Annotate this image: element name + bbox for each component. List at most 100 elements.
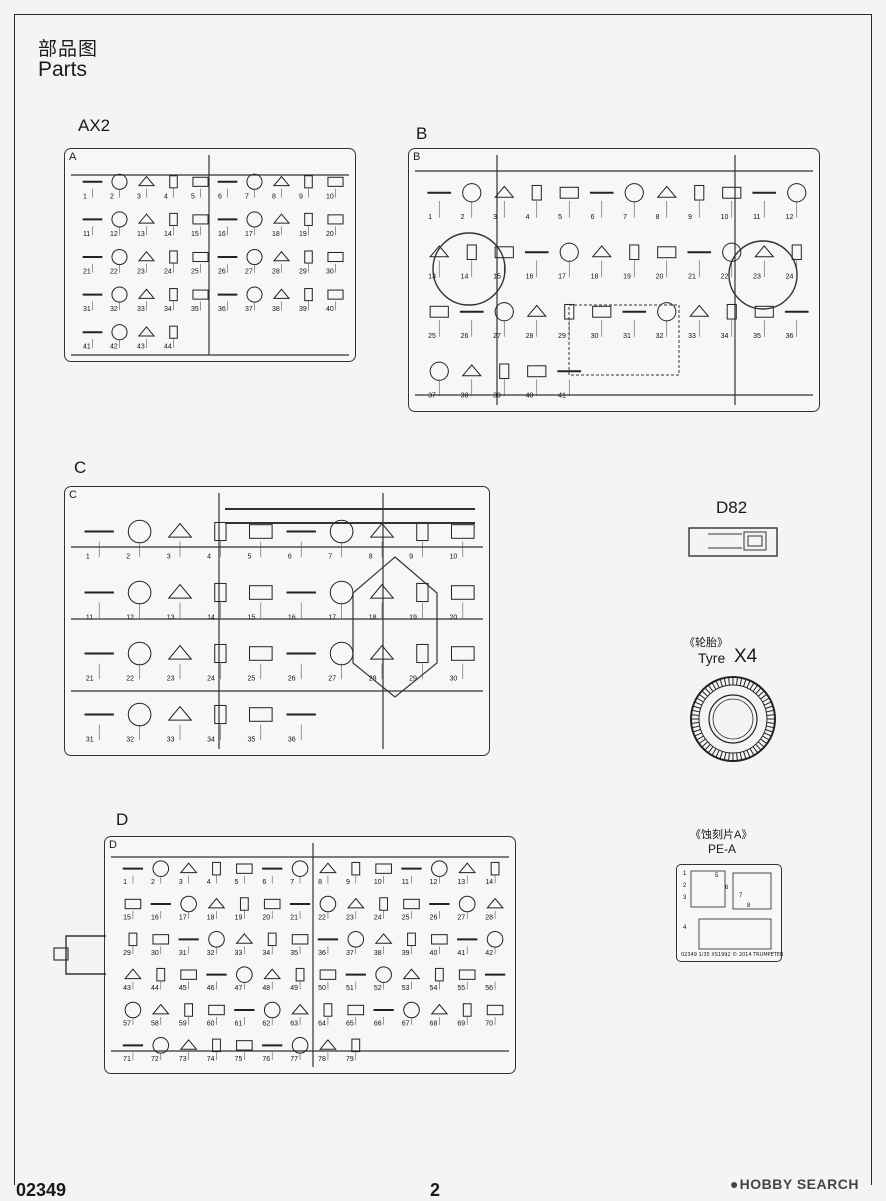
sprue-c-part-number: 18 <box>369 614 377 621</box>
sprue-c-part-number: 19 <box>409 614 417 621</box>
sprue-ax2-part <box>111 324 128 348</box>
sprue-d-part-number: 74 <box>207 1056 215 1063</box>
sprue-b-part-number: 35 <box>753 333 761 340</box>
sprue-ax2-part-number: 11 <box>83 231 90 238</box>
sprue-c-part-number: 10 <box>449 553 457 560</box>
sprue-d-part-number: 77 <box>290 1056 298 1063</box>
sprue-d-part <box>401 867 422 884</box>
sprue-b-part <box>557 370 582 397</box>
sprue-d-part <box>347 1004 365 1025</box>
sprue-b-part <box>427 191 452 218</box>
sprue-c-part <box>286 652 316 680</box>
sprue-d-part <box>180 895 197 919</box>
sprue-ax2-part-number: 12 <box>110 231 118 238</box>
sprue-ax2-part-number: 40 <box>326 306 334 313</box>
sprue-ax2-part <box>246 286 263 311</box>
sprue-ax2-part <box>137 175 156 198</box>
sprue-ax2-part-number: 43 <box>137 344 145 351</box>
sprue-ax2-part-number: 13 <box>137 231 145 238</box>
sprue-c-part <box>369 522 395 558</box>
pe-part-number: 6 <box>725 885 729 891</box>
sprue-d-part-number: 25 <box>402 915 410 922</box>
sprue-ax2-part-number: 44 <box>164 344 172 351</box>
sprue-d-part-number: 75 <box>235 1056 243 1063</box>
sprue-ax2-part-number: 2 <box>110 193 114 200</box>
sprue-d-part-number: 59 <box>179 1021 187 1028</box>
sprue-d-part <box>128 932 138 955</box>
sprue-d-part <box>484 973 506 990</box>
sprue-d-part-number: 57 <box>123 1021 131 1028</box>
sprue-d-part <box>347 931 365 955</box>
sprue-d-part <box>124 968 142 990</box>
sprue-d-part <box>490 861 500 884</box>
sprue-d-part-number: 11 <box>402 879 409 886</box>
sprue-d-part-number: 8 <box>318 879 322 886</box>
sprue-d-part <box>458 895 476 919</box>
sprue-b-part <box>657 246 677 278</box>
sprue-d-part-number: 45 <box>179 985 187 992</box>
sprue-c-part <box>127 702 152 741</box>
pe-part-number: 7 <box>739 893 743 899</box>
sprue-b-part <box>656 185 677 218</box>
sprue-b-part-number: 26 <box>461 333 469 340</box>
sprue-ax2-part-number: 28 <box>272 269 280 276</box>
sprue-b-part-number: 3 <box>493 214 497 221</box>
sprue-d-part <box>462 1003 472 1025</box>
sprue-c-part-number: 8 <box>369 553 373 560</box>
sprue-c-part <box>167 644 193 680</box>
sprue-b-part-number: 37 <box>428 392 436 399</box>
sprue-ax2-part <box>192 176 209 198</box>
sprue-d-part-number: 52 <box>374 985 382 992</box>
sprue-d-part-number: 18 <box>207 915 215 922</box>
sprue-c-part <box>450 524 475 558</box>
sprue-ax2-part <box>111 211 128 236</box>
sprue-b-part <box>531 184 542 218</box>
sprue-ax2-part <box>304 250 313 273</box>
sprue-b-part <box>589 191 614 218</box>
tyre-label-chinese: 《轮胎》 <box>684 637 728 649</box>
sprue-c-part-number: 32 <box>126 736 134 743</box>
sprue-b-part-number: 13 <box>428 273 436 280</box>
sprue-d-part <box>351 861 361 884</box>
sprue-d-part-number: 6 <box>262 879 266 886</box>
sprue-b-part <box>494 302 514 337</box>
sprue-d-part <box>458 862 477 884</box>
sprue-ax2-part <box>111 173 128 198</box>
sprue-b-label: B <box>416 124 428 143</box>
sprue-d-part-number: 78 <box>318 1056 326 1063</box>
sprue-b-part-number: 14 <box>461 273 469 280</box>
sprue-b-part <box>466 244 477 278</box>
sprue-b-part-number: 24 <box>786 273 794 280</box>
sprue-ax2-part-number: 42 <box>110 344 118 351</box>
sprue-b-part-number: 2 <box>461 214 465 221</box>
sprue-d-part <box>263 1001 281 1025</box>
sprue-d-part-number: 9 <box>346 879 350 886</box>
sprue-d-part-number: 3 <box>179 879 183 886</box>
sprue-b-part-number: 21 <box>688 273 696 280</box>
sprue-ax2-part-number: 35 <box>191 306 199 313</box>
sprue-d-part <box>262 1044 283 1061</box>
sprue-ax2-part-number: 15 <box>191 231 199 238</box>
sprue-c-axle-housing <box>352 556 438 698</box>
sprue-d-part <box>122 867 144 884</box>
sprue-ax2-part <box>192 289 209 311</box>
sprue-c-part <box>286 530 316 558</box>
sprue-d-part <box>263 968 282 990</box>
sprue-ax2-part <box>272 213 291 236</box>
watermark: ● HOBBY SEARCH <box>730 1176 859 1192</box>
sprue-ax2-part <box>169 325 178 348</box>
sprue-d-part <box>403 898 420 919</box>
sprue-b-part <box>461 364 482 397</box>
sprue-b-part <box>494 185 515 218</box>
sprue-ax2-part <box>137 326 156 348</box>
sprue-c-part <box>214 704 227 741</box>
sprue-ax2-part <box>169 288 178 311</box>
sprue-d-part-number: 73 <box>179 1056 187 1063</box>
sprue-c-part-number: 17 <box>328 614 336 621</box>
sprue-d-part <box>239 897 249 919</box>
sprue-c-part <box>84 591 114 619</box>
sprue-b-part <box>726 303 737 337</box>
sprue-ax2-part-number: 21 <box>83 269 91 276</box>
